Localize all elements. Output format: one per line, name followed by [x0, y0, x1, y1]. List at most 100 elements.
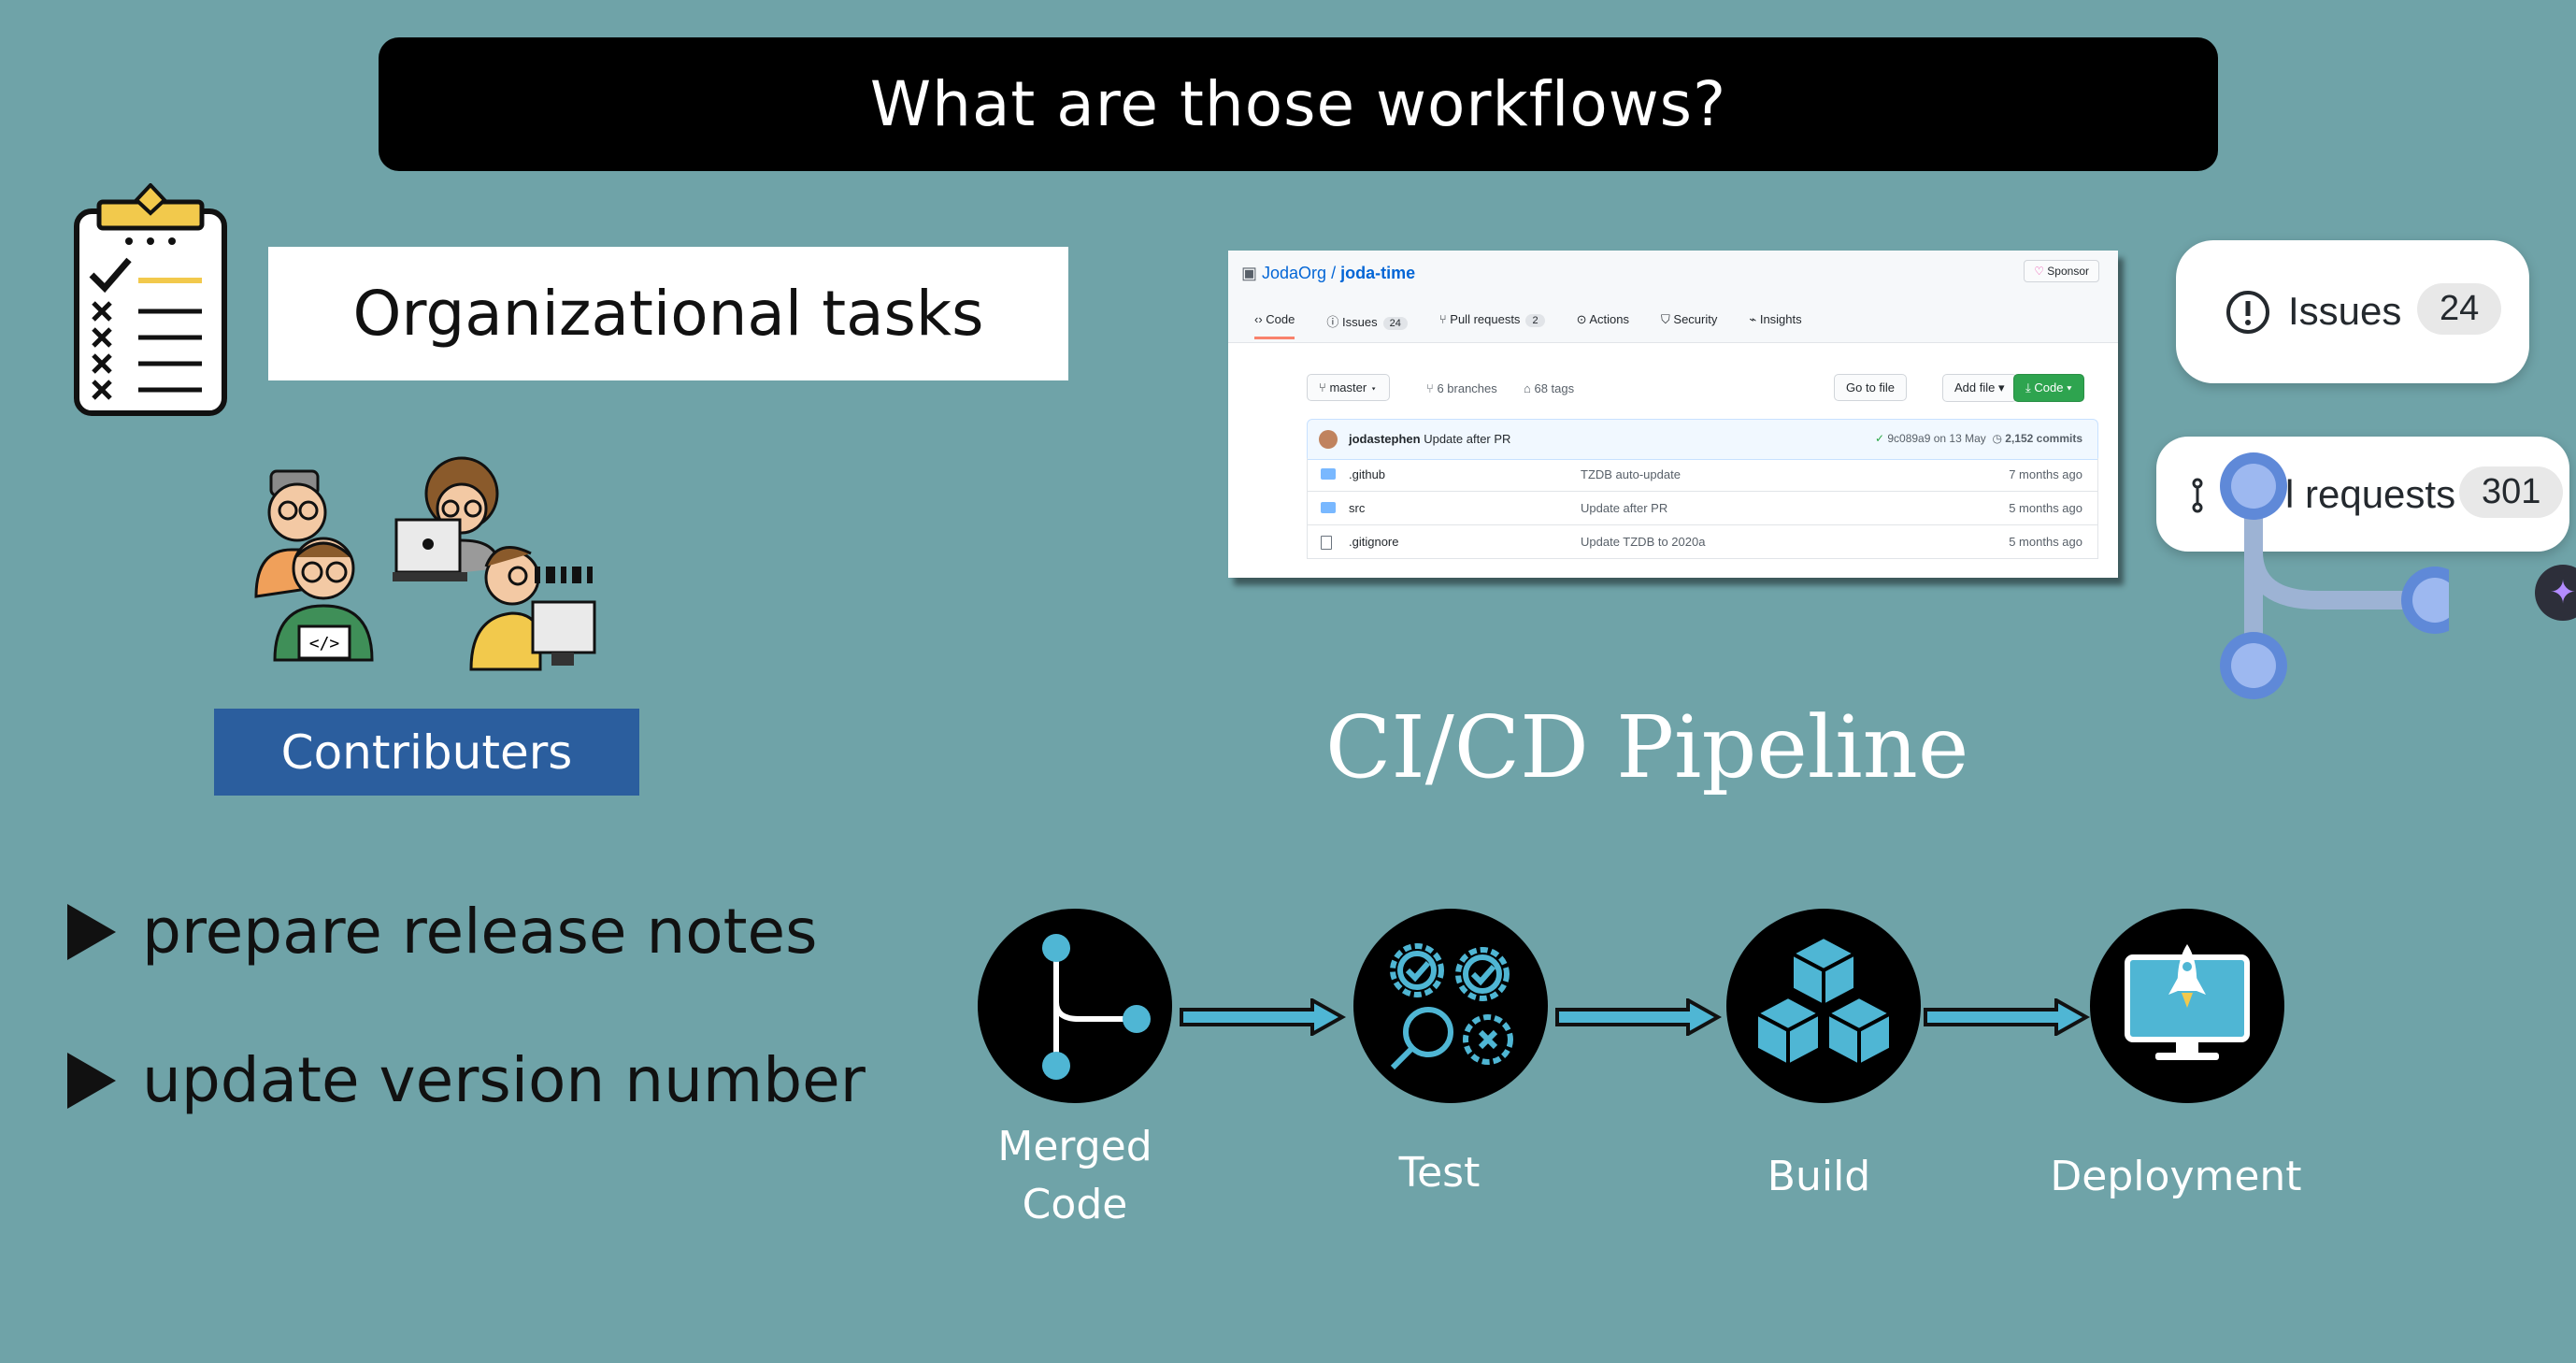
- pull-requests-label: l requests: [2285, 472, 2456, 516]
- add-file-button[interactable]: Add file ▾: [1942, 374, 2017, 402]
- sponsor-label: Sponsor: [2047, 265, 2089, 278]
- folder-icon: [1321, 502, 1336, 513]
- code-icon: ‹›: [1254, 312, 1263, 326]
- repo-path[interactable]: ▣ JodaOrg / joda-time: [1241, 264, 1415, 283]
- github-repo-screenshot: ▣ JodaOrg / joda-time ♡ Sponsor ‹› Code …: [1228, 251, 2118, 578]
- go-to-file-button[interactable]: Go to file: [1834, 374, 1908, 401]
- tags-link[interactable]: ⌂ 68 tags: [1524, 381, 1574, 395]
- bullet-release-notes: prepare release notes: [67, 896, 818, 968]
- bullet-text: prepare release notes: [142, 896, 818, 968]
- file-row[interactable]: .github TZDB auto-update 7 months ago: [1307, 458, 2098, 492]
- branch-icon: ⑂: [1426, 381, 1434, 395]
- contributors-illustration-icon: </>: [254, 456, 596, 671]
- file-commit-message[interactable]: TZDB auto-update: [1581, 467, 1681, 481]
- title-bar: What are those workflows?: [379, 37, 2218, 171]
- add-file-label: Add file: [1954, 380, 1996, 395]
- tab-count: 2: [1525, 314, 1545, 327]
- commit-date: on 13 May: [1933, 432, 1986, 445]
- file-row[interactable]: .gitignore Update TZDB to 2020a 5 months…: [1307, 525, 2098, 559]
- issue-icon: [2226, 291, 2269, 334]
- contributors-box: Contributers: [214, 709, 639, 796]
- stage-label-test: Test: [1398, 1149, 1481, 1197]
- file-commit-message[interactable]: Update after PR: [1581, 501, 1668, 515]
- tab-label: Security: [1673, 312, 1718, 326]
- tab-label: Code: [1266, 312, 1295, 326]
- repo-owner[interactable]: JodaOrg: [1262, 264, 1327, 282]
- stage-label-build: Build: [1767, 1153, 1871, 1200]
- commits-link[interactable]: 2,152 commits: [2005, 432, 2082, 445]
- history-icon: ◷: [1992, 432, 2002, 445]
- tab-insights[interactable]: ⌁ Insights: [1749, 312, 1801, 339]
- chevron-down-icon: ▾: [1369, 380, 1378, 395]
- check-icon: ✓: [1874, 432, 1884, 445]
- branches-count: 6 branches: [1437, 381, 1497, 395]
- branch-name: master: [1329, 380, 1367, 395]
- issues-count: 24: [2417, 283, 2502, 335]
- stage-label-deployment: Deployment: [2050, 1153, 2302, 1200]
- file-icon: [1321, 536, 1332, 550]
- repo-icon: ▣: [1241, 264, 1263, 282]
- tab-label: Actions: [1589, 312, 1630, 326]
- tab-security[interactable]: ⛉ Security: [1661, 312, 1717, 339]
- code-button-label: Code: [2034, 380, 2064, 395]
- organizational-tasks-label: Organizational tasks: [352, 278, 984, 350]
- repo-name[interactable]: joda-time: [1340, 264, 1416, 282]
- file-age: 5 months ago: [2009, 501, 2082, 515]
- file-name[interactable]: .gitignore: [1349, 535, 1399, 549]
- commit-message[interactable]: Update after PR: [1424, 432, 1511, 446]
- stage-label-merged-code: Merged Code: [907, 1118, 1243, 1234]
- commit-hash[interactable]: 9c089a9: [1887, 432, 1931, 445]
- bullet-text: update version number: [142, 1044, 866, 1116]
- commit-author[interactable]: jodastephen: [1349, 432, 1421, 446]
- sparkle-icon[interactable]: ✦: [2535, 565, 2576, 621]
- file-name[interactable]: src: [1349, 501, 1366, 515]
- repo-header: [1228, 251, 2118, 343]
- heart-icon: ♡: [2034, 265, 2044, 278]
- shield-icon: ⛉: [1661, 312, 1670, 326]
- pull-request-icon: [2192, 478, 2203, 513]
- branches-link[interactable]: ⑂ 6 branches: [1426, 381, 1497, 395]
- stage-test: [1353, 909, 1548, 1103]
- arrow-right-icon: [1180, 998, 1346, 1036]
- issues-pill[interactable]: Issues 24: [2176, 240, 2529, 383]
- file-row[interactable]: src Update after PR 5 months ago: [1307, 492, 2098, 525]
- commit-summary: jodastephen Update after PR: [1349, 432, 1510, 446]
- graph-icon: ⌁: [1749, 312, 1757, 326]
- chevron-down-icon: ▾: [1998, 380, 2005, 395]
- tab-label: Issues: [1342, 315, 1378, 329]
- repo-separator: /: [1326, 264, 1341, 282]
- branch-select[interactable]: ⑂ master ▾: [1307, 374, 1390, 401]
- sponsor-button[interactable]: ♡ Sponsor: [2024, 260, 2099, 282]
- tab-code[interactable]: ‹› Code: [1254, 312, 1295, 339]
- stage-label-text: Merged Code: [997, 1123, 1152, 1228]
- tag-icon: ⌂: [1524, 381, 1531, 395]
- pull-request-icon: ⑂: [1438, 312, 1447, 326]
- file-name[interactable]: .github: [1349, 467, 1386, 481]
- issues-label: Issues: [2288, 289, 2402, 333]
- tab-pull-requests[interactable]: ⑂ Pull requests 2: [1439, 312, 1545, 339]
- file-list: .github TZDB auto-update 7 months ago sr…: [1307, 458, 2098, 559]
- play-triangle-icon: [67, 903, 116, 960]
- tab-actions[interactable]: ⊙ Actions: [1577, 312, 1629, 339]
- file-age: 5 months ago: [2009, 535, 2082, 549]
- file-commit-message[interactable]: Update TZDB to 2020a: [1581, 535, 1706, 549]
- commit-meta: ✓ 9c089a9 on 13 May ◷ 2,152 commits: [1875, 432, 2082, 445]
- contributors-label: Contributers: [280, 725, 573, 780]
- avatar[interactable]: [1319, 430, 1338, 449]
- code-download-button[interactable]: ⤓ Code ▾: [2013, 374, 2084, 402]
- branch-icon: ⑂: [1319, 380, 1326, 395]
- git-branch-graphic-icon: [2220, 452, 2449, 699]
- folder-icon: [1321, 468, 1336, 480]
- arrow-right-icon: [1924, 998, 2090, 1036]
- download-icon: ⤓: [2025, 380, 2031, 395]
- svg-text:</>: </>: [309, 634, 340, 653]
- chevron-down-icon: ▾: [2067, 380, 2072, 395]
- cubes-icon: [1752, 934, 1896, 1069]
- stage-build: [1726, 909, 1921, 1103]
- gears-magnifier-icon: [1390, 943, 1513, 1070]
- branch-toolbar: ⑂ master ▾ ⑂ 6 branches ⌂ 68 tags Go to …: [1307, 374, 2097, 404]
- tab-label: Pull requests: [1450, 312, 1521, 326]
- tab-count: 24: [1382, 317, 1408, 330]
